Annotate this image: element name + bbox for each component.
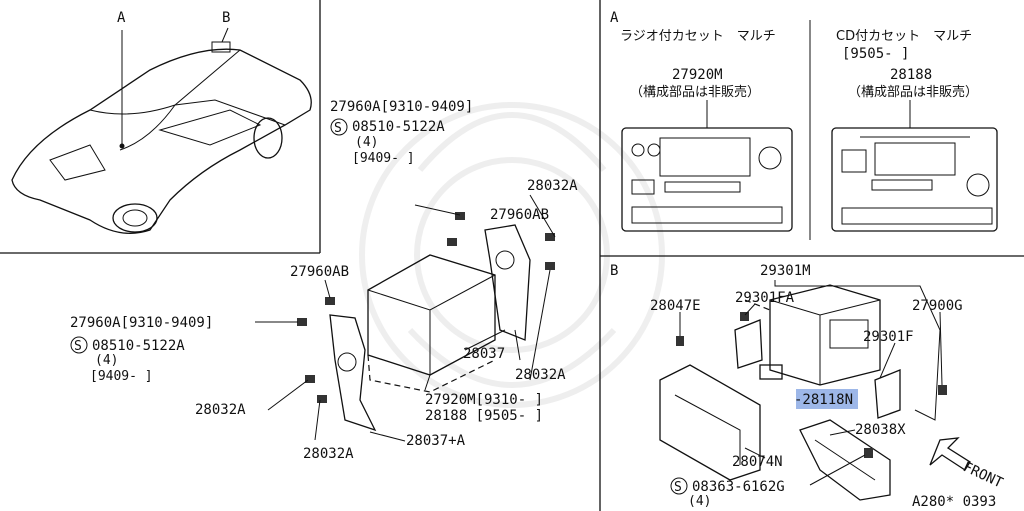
clip-28047e bbox=[676, 336, 684, 346]
part-label-27960a-lower: 27960A[9310-9409] bbox=[70, 315, 213, 331]
screw-symbol-upper-s: S bbox=[334, 121, 342, 136]
callout-a: A bbox=[117, 10, 126, 26]
left-bracket bbox=[329, 314, 377, 432]
part-label-29301f: 29301F bbox=[863, 329, 914, 345]
screw-symbol-lower bbox=[70, 336, 88, 354]
part-label-27900g: 27900G bbox=[912, 298, 963, 314]
part-label-27960a-upper: 27960A[9310-9409] bbox=[330, 99, 473, 115]
part-label-29301m: 29301M bbox=[760, 263, 811, 279]
panel-a-letter: A bbox=[610, 10, 619, 26]
panel-a-right-date: [9505- ] bbox=[842, 46, 909, 62]
panel-a-left-note: （構成部品は非販売） bbox=[630, 84, 760, 100]
panel-a-left-title: ラジオ付カセット マルチ bbox=[620, 29, 776, 44]
bracket-29301fa bbox=[734, 319, 763, 369]
unit-label-28188: 28188 [9505- ] bbox=[425, 408, 543, 424]
diagram-ref-code: A280* 0393 bbox=[912, 494, 996, 510]
panel-a-right-title: CD付カセット マルチ bbox=[836, 29, 972, 44]
callout-b: B bbox=[222, 10, 230, 26]
bracket-leader-lines bbox=[255, 194, 556, 442]
unit-label-27920m: 27920M[9310- ] bbox=[425, 392, 543, 408]
radio-cassette-faceplate bbox=[621, 127, 793, 232]
part-label-28032a-bottom: 28032A bbox=[303, 446, 354, 462]
screw-27900g bbox=[938, 385, 947, 395]
panel-b-leader-lines bbox=[679, 280, 943, 486]
front-arrow-icon bbox=[929, 437, 971, 471]
bracket-screws bbox=[297, 212, 555, 403]
screw-symbol-b-s: S bbox=[674, 480, 682, 495]
part-label-28118n: -28118N bbox=[794, 392, 853, 408]
screw-qty-upper: (4) bbox=[355, 135, 378, 150]
part-label-28074n: 28074N bbox=[732, 454, 783, 470]
panel-a-right-part: 28188 bbox=[890, 67, 932, 83]
highlight-28118n bbox=[796, 389, 858, 409]
audio-unit-b bbox=[744, 284, 881, 386]
screw-code-b: 08363-6162G bbox=[692, 479, 785, 495]
part-label-27960ab-right: 27960AB bbox=[490, 207, 549, 223]
panel-a-right-note: （構成部品は非販売） bbox=[848, 84, 978, 100]
panel-b-letter: B bbox=[610, 263, 618, 279]
screw-symbol-upper bbox=[330, 118, 348, 136]
screw-08363 bbox=[864, 448, 873, 458]
small-module bbox=[759, 364, 783, 380]
part-label-28032a-left: 28032A bbox=[195, 402, 246, 418]
front-label: FRONT bbox=[960, 459, 1005, 492]
car-illustration bbox=[11, 27, 312, 234]
part-label-28047e: 28047E bbox=[650, 298, 701, 314]
part-label-28032a-mid: 28032A bbox=[515, 367, 566, 383]
screw-qty-b: (4) bbox=[688, 494, 711, 509]
part-label-27960ab-left: 27960AB bbox=[290, 264, 349, 280]
screw-qty-lower: (4) bbox=[95, 353, 118, 368]
cover-28074n bbox=[659, 364, 761, 481]
watermark-emblem bbox=[359, 102, 665, 408]
stay-28038x bbox=[799, 419, 891, 501]
screw-date-lower: [9409- ] bbox=[90, 369, 153, 384]
screw-date-upper: [9409- ] bbox=[352, 151, 415, 166]
audio-unit-body bbox=[367, 254, 496, 393]
panel-a-left-part: 27920M bbox=[672, 67, 723, 83]
screw-symbol-b bbox=[670, 477, 688, 495]
screw-code-upper: 08510-5122A bbox=[352, 119, 445, 135]
part-label-29301fa: 29301FA bbox=[735, 290, 795, 306]
screw-symbol-lower-s: S bbox=[74, 339, 82, 354]
part-label-28038x: 28038X bbox=[855, 422, 906, 438]
part-label-28037a: 28037+A bbox=[406, 433, 466, 449]
right-bracket bbox=[484, 224, 531, 361]
part-label-28037: 28037 bbox=[463, 346, 505, 362]
bracket-29301f bbox=[874, 369, 901, 419]
screw-code-lower: 08510-5122A bbox=[92, 338, 185, 354]
cd-cassette-faceplate bbox=[831, 127, 998, 232]
screw-29301fa bbox=[740, 312, 749, 321]
part-label-28032a-top: 28032A bbox=[527, 178, 578, 194]
